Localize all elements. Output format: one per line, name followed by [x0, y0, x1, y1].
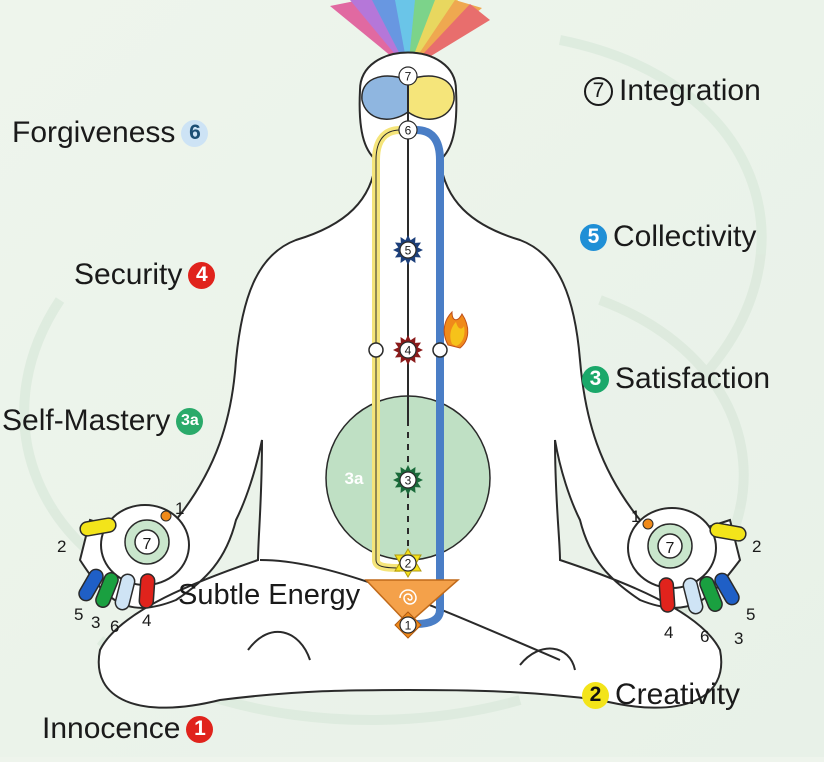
sacrum-triangle — [364, 579, 460, 626]
self-mastery-badge: 3a — [176, 407, 204, 435]
heart-flame-icon — [443, 310, 469, 349]
head-right-lobe — [407, 75, 455, 120]
left-finger-3: 3 — [91, 613, 100, 632]
chakra-number: 7 — [405, 70, 412, 84]
chakra-7: 7 — [398, 66, 418, 86]
left-channel-node — [368, 342, 384, 358]
right-finger-3: 3 — [734, 629, 743, 648]
collectivity-badge: 5 — [580, 223, 607, 251]
chakra-4: 4 — [393, 335, 423, 365]
left-hand — [78, 504, 190, 611]
right-channel — [415, 126, 444, 628]
innocence-label: Innocence — [42, 712, 181, 745]
chakra-3: 3 — [393, 465, 423, 495]
right-finger-5: 5 — [746, 605, 755, 624]
left-palm-number: 7 — [143, 536, 152, 553]
quality-forgiveness: Forgiveness 6 — [12, 116, 209, 150]
right-finger-numbers: 1 2 3 4 5 6 — [631, 507, 761, 648]
quality-satisfaction: 3 Satisfaction — [582, 362, 770, 396]
innocence-badge: 1 — [186, 715, 214, 743]
chakra-1: 1 — [394, 611, 422, 639]
security-label: Security — [74, 258, 183, 291]
satisfaction-badge: 3 — [582, 365, 609, 393]
quality-integration: 7 Integration — [584, 74, 761, 108]
left-finger-4: 4 — [142, 611, 151, 630]
chakra-number: 3 — [405, 474, 412, 488]
right-finger-6: 6 — [700, 627, 709, 646]
creativity-badge: 2 — [582, 681, 609, 709]
left-finger-2: 2 — [57, 537, 66, 556]
creativity-label: Creativity — [615, 678, 741, 711]
chakra-nodes: 7 6 5 4 3 2 1 — [393, 66, 423, 639]
chakra-number: 1 — [405, 619, 412, 633]
satisfaction-label: Satisfaction — [615, 362, 771, 395]
chakra-number: 5 — [405, 244, 412, 258]
quality-security: Security 4 — [74, 258, 216, 292]
head-left-lobe — [361, 75, 409, 120]
quality-innocence: Innocence 1 — [42, 712, 214, 746]
right-palm-number: 7 — [666, 540, 675, 557]
integration-badge: 7 — [584, 76, 613, 106]
quality-creativity: 2 Creativity — [582, 678, 740, 712]
quality-collectivity: 5 Collectivity — [580, 220, 756, 254]
foot-right — [519, 647, 576, 671]
kundalini-spiral-icon — [399, 589, 417, 605]
foot-left — [247, 631, 311, 661]
right-finger-4: 4 — [664, 623, 673, 642]
chakra-6: 6 — [398, 120, 418, 140]
chakra-number: 2 — [405, 557, 412, 571]
left-finger-numbers: 1 2 3 4 5 6 — [57, 499, 184, 636]
left-finger-5: 5 — [74, 605, 83, 624]
forgiveness-badge: 6 — [181, 119, 209, 147]
right-channel-node — [432, 342, 448, 358]
left-finger-1: 1 — [175, 499, 184, 518]
chakra-number: 6 — [405, 124, 412, 138]
chakra-number: 4 — [405, 344, 412, 358]
quality-self-mastery: Self-Mastery 3a — [2, 404, 204, 438]
collectivity-label: Collectivity — [613, 220, 757, 253]
void-label: 3a — [345, 469, 364, 488]
right-finger-1: 1 — [631, 507, 640, 526]
subtle-energy-label: Subtle Energy — [178, 579, 361, 611]
right-hand — [627, 507, 747, 615]
security-badge: 4 — [188, 261, 216, 289]
left-finger-6: 6 — [110, 617, 119, 636]
integration-label: Integration — [619, 74, 761, 107]
left-channel-outline — [375, 129, 401, 569]
right-finger-2: 2 — [752, 537, 761, 556]
chakra-5: 5 — [393, 235, 423, 265]
self-mastery-label: Self-Mastery — [2, 404, 171, 437]
chakra-2: 2 — [394, 548, 422, 578]
forgiveness-label: Forgiveness — [12, 116, 176, 149]
